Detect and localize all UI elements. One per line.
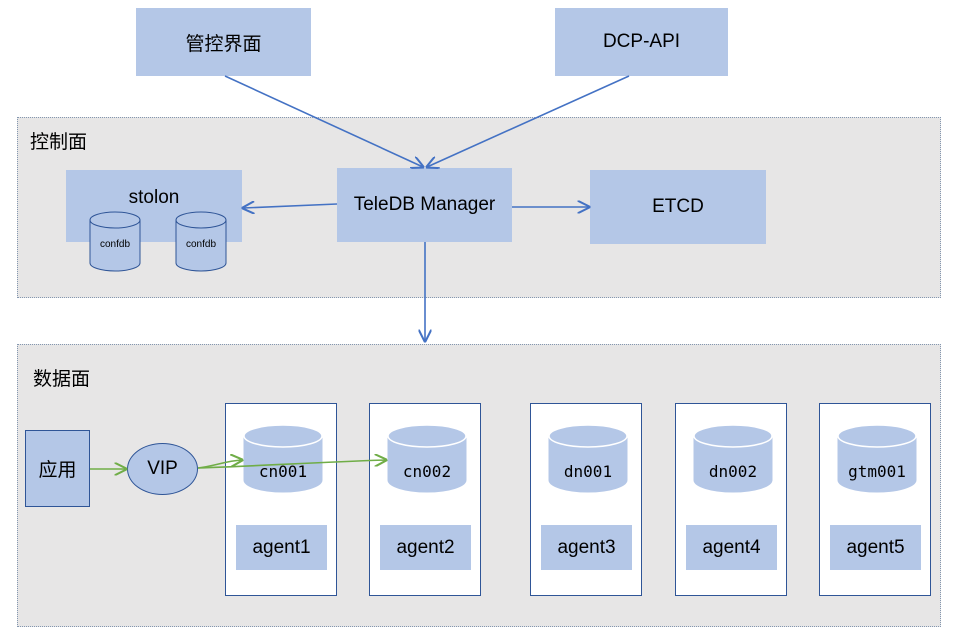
node-1[interactable]: cn001 agent1	[225, 403, 337, 596]
app-box[interactable]: 应用	[25, 430, 90, 507]
console-box[interactable]: 管控界面	[136, 8, 311, 76]
db-cylinder-5: gtm001	[837, 424, 917, 494]
confdb-label-2: confdb	[185, 239, 217, 250]
confdb-cylinder-1: confdb	[89, 211, 141, 273]
db-cylinder-1: cn001	[243, 424, 323, 494]
node-3[interactable]: dn001 agent3	[530, 403, 642, 596]
db-cylinder-3: dn001	[548, 424, 628, 494]
etcd-box[interactable]: ETCD	[590, 170, 766, 244]
teledb-manager-box[interactable]: TeleDB Manager	[337, 168, 512, 242]
agent-1[interactable]: agent1	[236, 525, 327, 570]
agent-5[interactable]: agent5	[830, 525, 921, 570]
confdb-cylinder-2: confdb	[175, 211, 227, 273]
confdb-label-1: confdb	[99, 239, 131, 250]
db-cylinder-4: dn002	[693, 424, 773, 494]
db-label-1: cn001	[258, 462, 308, 481]
node-2[interactable]: cn002 agent2	[369, 403, 481, 596]
stolon-label: stolon	[128, 187, 180, 208]
dcp-api-box[interactable]: DCP-API	[555, 8, 728, 76]
node-4[interactable]: dn002 agent4	[675, 403, 787, 596]
db-cylinder-2: cn002	[387, 424, 467, 494]
node-5[interactable]: gtm001 agent5	[819, 403, 931, 596]
vip-node[interactable]: VIP	[127, 443, 198, 495]
agent-4[interactable]: agent4	[686, 525, 777, 570]
agent-2[interactable]: agent2	[380, 525, 471, 570]
db-label-2: cn002	[402, 462, 452, 481]
db-label-4: dn002	[708, 462, 758, 481]
db-label-5: gtm001	[848, 462, 906, 481]
control-plane-title: 控制面	[30, 132, 88, 153]
db-label-3: dn001	[563, 462, 613, 481]
data-plane-title: 数据面	[33, 369, 91, 390]
agent-3[interactable]: agent3	[541, 525, 632, 570]
